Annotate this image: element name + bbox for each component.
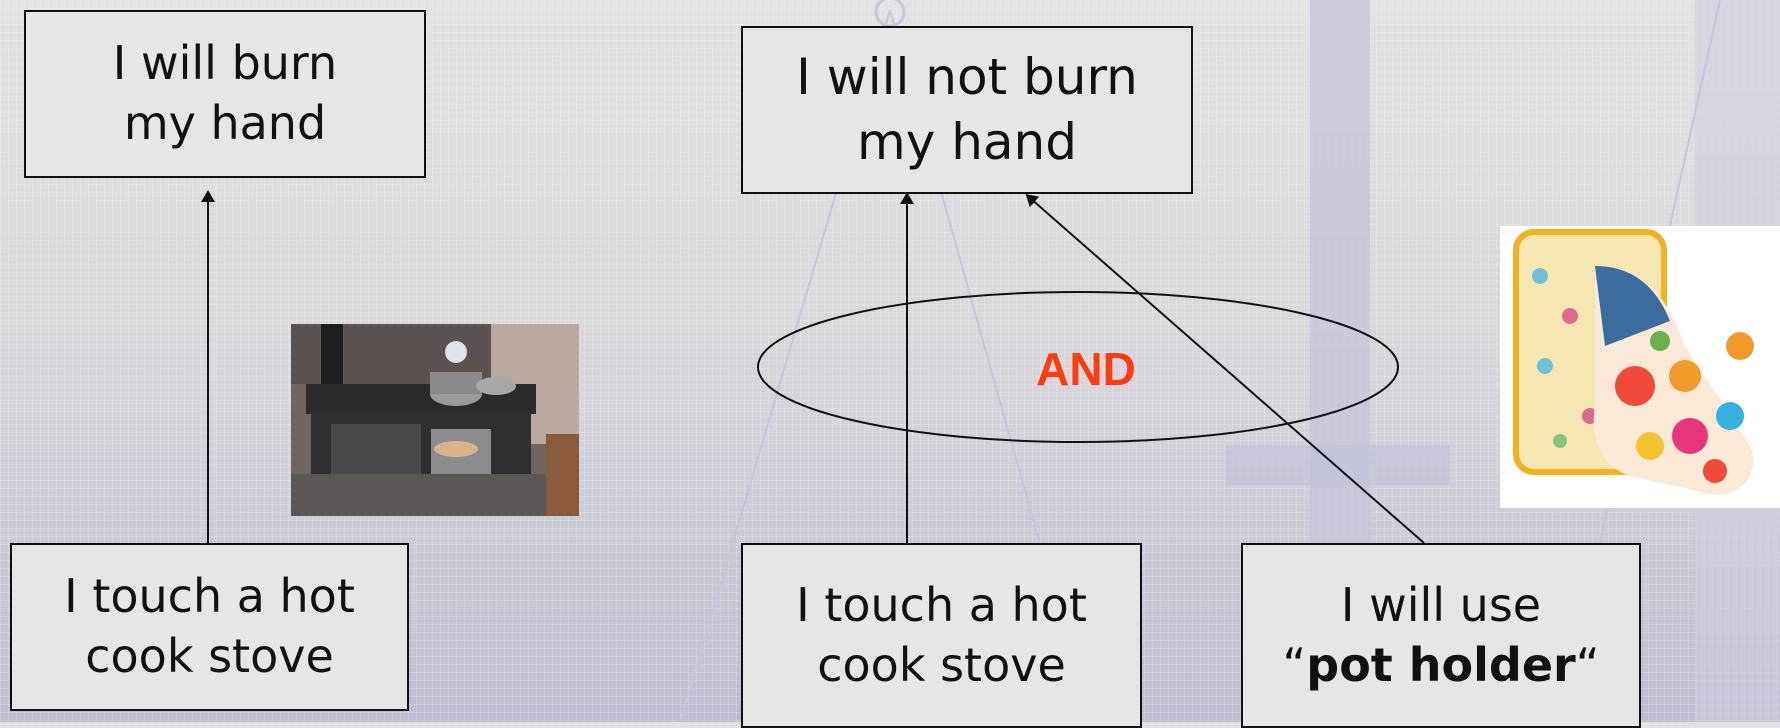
pot-holder-illustration [1500, 226, 1780, 508]
stove-illustration [291, 324, 579, 516]
stove-photo [291, 324, 579, 516]
and-label: AND [1030, 342, 1142, 396]
pot-holder-photo [1500, 226, 1780, 508]
